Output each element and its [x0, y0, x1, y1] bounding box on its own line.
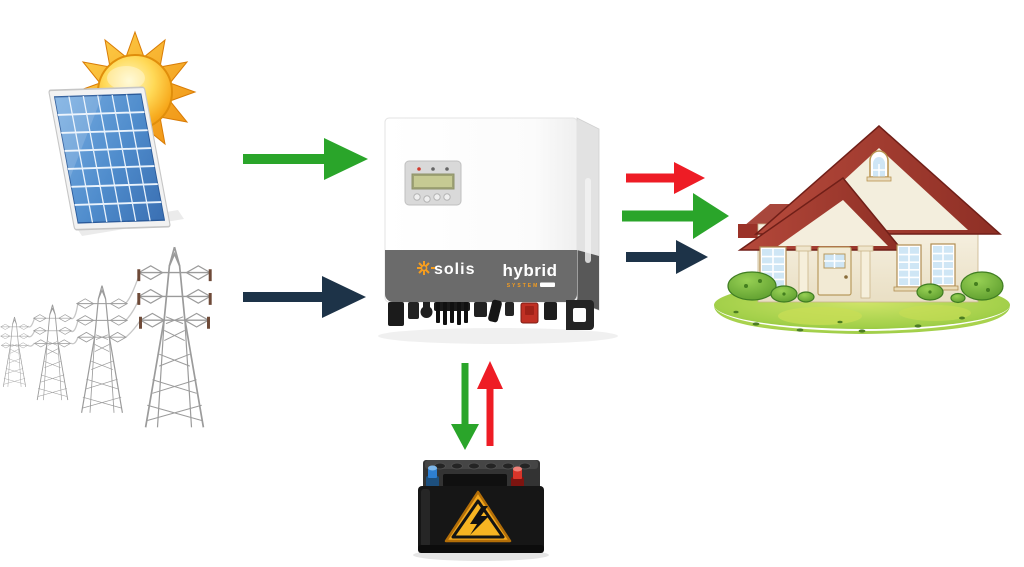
- bush-dots: [744, 279, 990, 296]
- grid-towers-node: [0, 246, 212, 429]
- inverter-side-band: [577, 250, 599, 310]
- arrow-battery-to-inverter: [477, 361, 503, 446]
- battery-terminal-positive: [511, 466, 524, 488]
- pylon-icon: [0, 316, 29, 388]
- battery-label-recess: [443, 474, 507, 487]
- battery-base: [418, 545, 544, 553]
- column-capital: [795, 245, 812, 252]
- solis-logo: solis: [417, 261, 475, 278]
- display-button: [433, 193, 441, 201]
- inverter-connectors: [388, 299, 594, 330]
- status-led: [445, 167, 449, 171]
- battery-terminal-negative: [426, 465, 439, 487]
- door-knob: [844, 275, 848, 279]
- house-node: [714, 124, 1010, 334]
- flow-arrows: [243, 138, 729, 450]
- pylon-icon-large: [137, 246, 212, 429]
- status-led: [417, 167, 421, 171]
- solar-panel-node: [48, 30, 197, 236]
- pylon-icon: [33, 304, 72, 401]
- inverter-brand-band: [385, 250, 577, 302]
- window-right-a: [893, 244, 925, 292]
- porch-column: [798, 249, 809, 299]
- arrow-inverter-to-house-navy: [626, 240, 708, 274]
- arrow-inverter-to-battery: [451, 363, 479, 450]
- warning-triangle-icon: [444, 490, 512, 543]
- sun-highlight: [107, 66, 145, 90]
- arrow-pv-to-inverter: [243, 138, 368, 180]
- arrow-inverter-to-house-green: [622, 193, 729, 239]
- battery-node: [413, 460, 549, 561]
- column-capital: [857, 245, 874, 252]
- inverter-node: solis hybrid SYSTEM: [378, 117, 618, 344]
- arrow-inverter-to-house-red: [626, 162, 705, 194]
- bush-icon: [960, 271, 1004, 301]
- solar-panel-icon: [48, 86, 171, 231]
- inverter-side-slot: [585, 178, 591, 263]
- lawn-patch: [899, 305, 971, 321]
- lcd-screen-inner: [414, 176, 452, 187]
- bush-icon: [797, 291, 815, 303]
- pylon-icon: [76, 285, 128, 414]
- lawn-pebbles: [733, 310, 965, 333]
- bushes: [727, 271, 1004, 304]
- bush-icon: [950, 292, 966, 304]
- pylon-arm-tips: [137, 269, 212, 329]
- inverter-product-text: hybrid: [503, 261, 558, 280]
- inverter-brand-text: solis: [434, 261, 475, 278]
- bush-icon: [727, 271, 777, 301]
- attic-window: [866, 150, 892, 182]
- display-button: [423, 195, 431, 203]
- window-right-b: [927, 243, 959, 291]
- hybrid-badge: [540, 282, 555, 287]
- power-lines: [27, 271, 142, 347]
- status-led: [431, 167, 435, 171]
- inverter-display-panel: [404, 160, 462, 206]
- lawn-patch: [778, 307, 862, 325]
- inverter-product-sub-text: SYSTEM: [507, 283, 540, 289]
- hybrid-logo: hybrid SYSTEM: [503, 261, 558, 289]
- porch-gable-face: [778, 200, 888, 246]
- display-button: [413, 193, 421, 201]
- arrow-grid-to-inverter: [243, 276, 366, 318]
- solis-sun-icon: [417, 261, 435, 275]
- solis-sun-core: [420, 264, 428, 272]
- lightning-bolt-icon: [470, 506, 489, 535]
- battery-sheen: [421, 489, 430, 547]
- porch-column: [860, 249, 871, 299]
- display-button: [443, 193, 451, 201]
- inverter-shadow: [378, 328, 618, 344]
- front-door: [817, 246, 852, 296]
